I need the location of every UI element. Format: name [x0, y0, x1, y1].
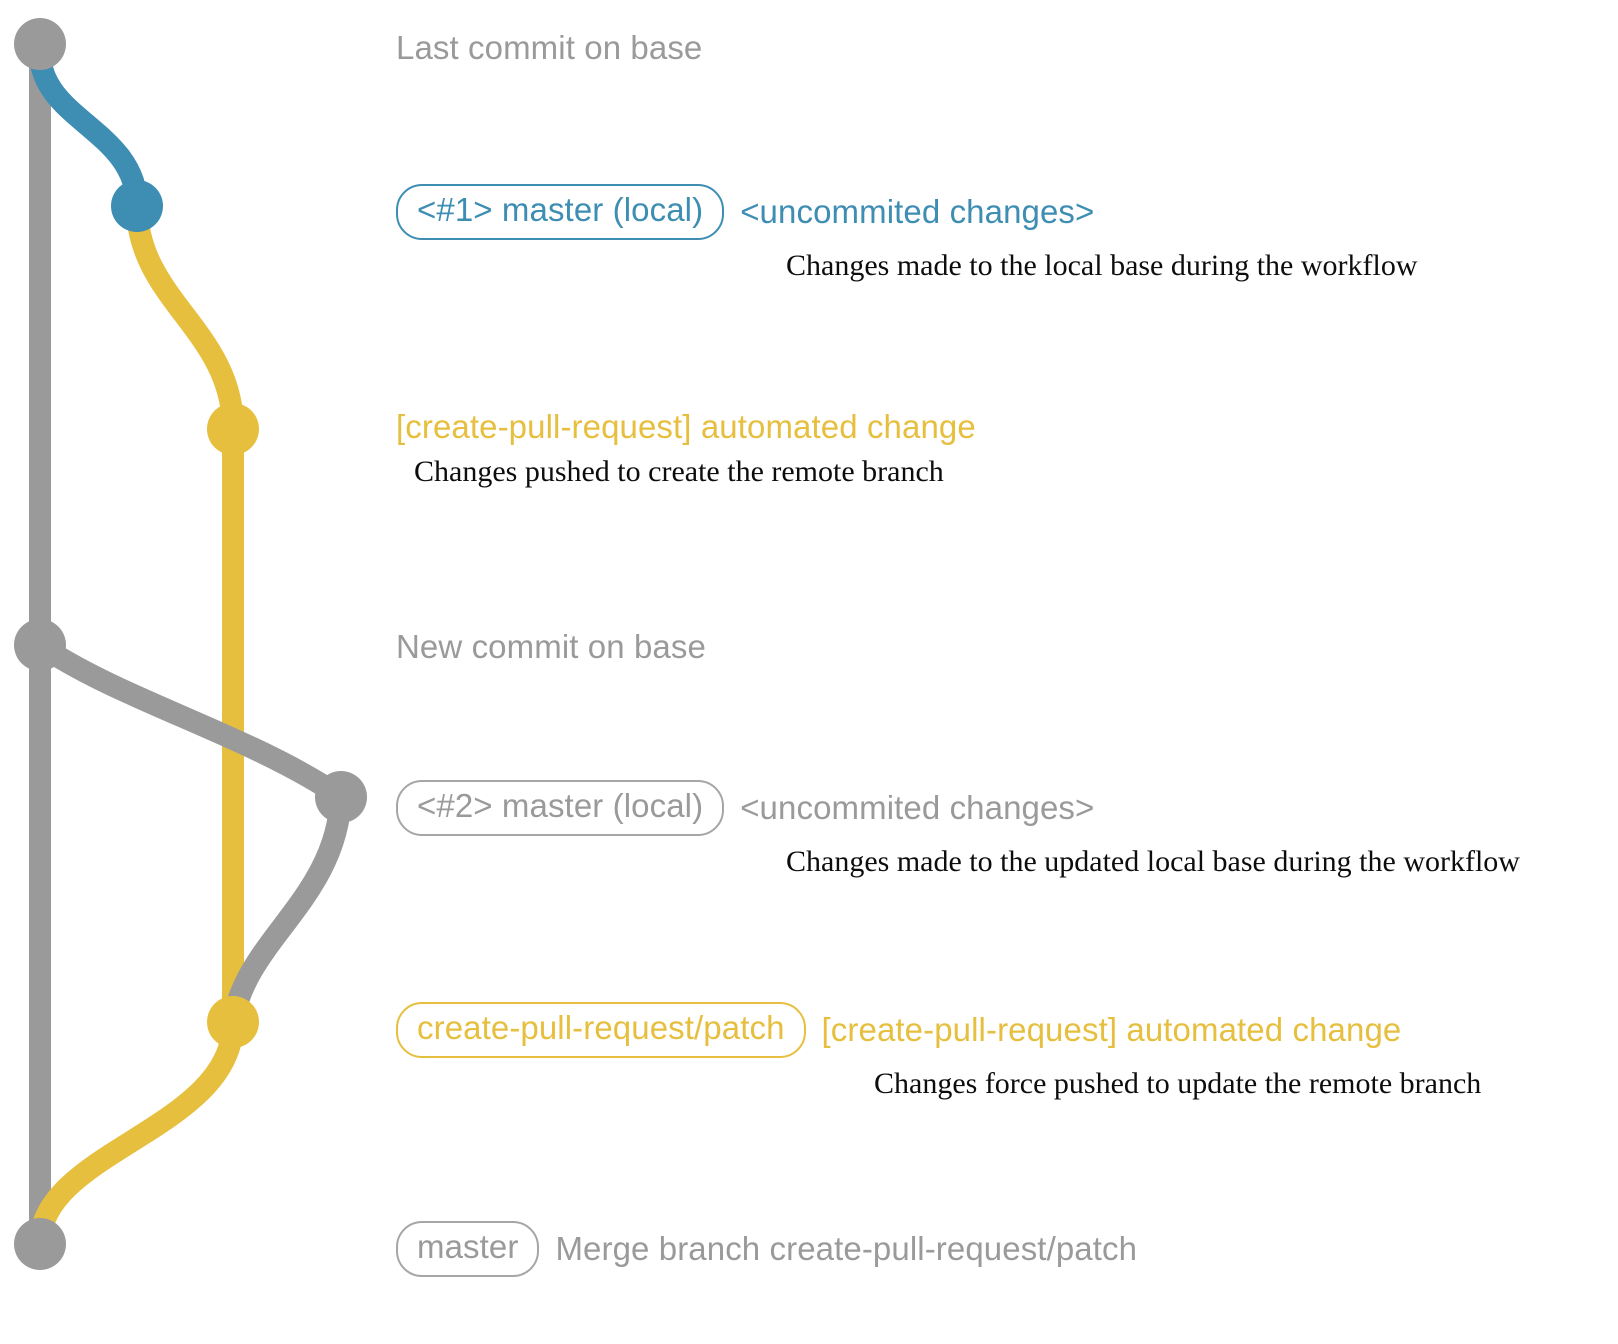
commit-subject: Last commit on base	[396, 29, 703, 66]
commit-entry-master-local-2: <#2> master (local) <uncommited changes>…	[396, 780, 1520, 878]
commit-entry-head: Last commit on base	[396, 29, 703, 67]
commit-entry-new-commit-on-base: New commit on base	[396, 628, 706, 666]
commit-entry-master-local-1: <#1> master (local) <uncommited changes>…	[396, 184, 1418, 282]
commit-entry-head: create-pull-request/patch [create-pull-r…	[396, 1002, 1481, 1058]
commit-entry-head: [create-pull-request] automated change	[396, 408, 976, 446]
commit-entry-automated-change-1: [create-pull-request] automated change C…	[396, 408, 976, 488]
branch-badge-master-local-2[interactable]: <#2> master (local)	[396, 780, 725, 836]
local-to-patch-line-2	[222, 786, 352, 1033]
commit-description: Changes pushed to create the remote bran…	[414, 454, 944, 488]
branch-badge-master[interactable]: master	[396, 1221, 540, 1277]
commit-subject: New commit on base	[396, 628, 706, 665]
commit-description: Changes force pushed to update the remot…	[874, 1066, 1482, 1100]
commit-description: Changes made to the local base during th…	[786, 248, 1418, 282]
patch-merge-line	[29, 1011, 244, 1255]
commit-entry-last-commit-on-base: Last commit on base	[396, 29, 703, 67]
git-graph	[14, 18, 367, 1270]
commit-node-automated-change-2[interactable]	[207, 996, 259, 1048]
commit-entry-head: New commit on base	[396, 628, 706, 666]
commit-description: Changes made to the updated local base d…	[786, 844, 1520, 878]
commit-subject: [create-pull-request] automated change	[396, 408, 976, 445]
commit-subject: <uncommited changes>	[740, 788, 1095, 826]
commit-entry-head: master Merge branch create-pull-request/…	[396, 1221, 1137, 1277]
local-branch-line-2	[29, 634, 352, 808]
commit-subject: [create-pull-request] automated change	[821, 1010, 1402, 1048]
commit-subject: Merge branch create-pull-request/patch	[555, 1229, 1138, 1267]
commit-entry-head: <#1> master (local) <uncommited changes>	[396, 184, 1418, 240]
commit-node-last-commit-on-base[interactable]	[14, 18, 66, 70]
commit-node-master-local-2[interactable]	[315, 771, 367, 823]
commit-entry-head: <#2> master (local) <uncommited changes>	[396, 780, 1520, 836]
commit-entry-master-merge: master Merge branch create-pull-request/…	[396, 1221, 1137, 1277]
commit-entry-automated-change-2: create-pull-request/patch [create-pull-r…	[396, 1002, 1481, 1100]
branch-badge-master-local-1[interactable]: <#1> master (local)	[396, 184, 725, 240]
patch-branch-line-1	[126, 195, 244, 440]
commit-node-master-merge[interactable]	[14, 1218, 66, 1270]
commit-node-master-local-1[interactable]	[111, 180, 163, 232]
branch-badge-create-pull-request-patch[interactable]: create-pull-request/patch	[396, 1002, 806, 1058]
commit-subject: <uncommited changes>	[740, 192, 1095, 230]
commit-node-automated-change-1[interactable]	[207, 403, 259, 455]
commit-node-new-commit-on-base[interactable]	[14, 619, 66, 671]
